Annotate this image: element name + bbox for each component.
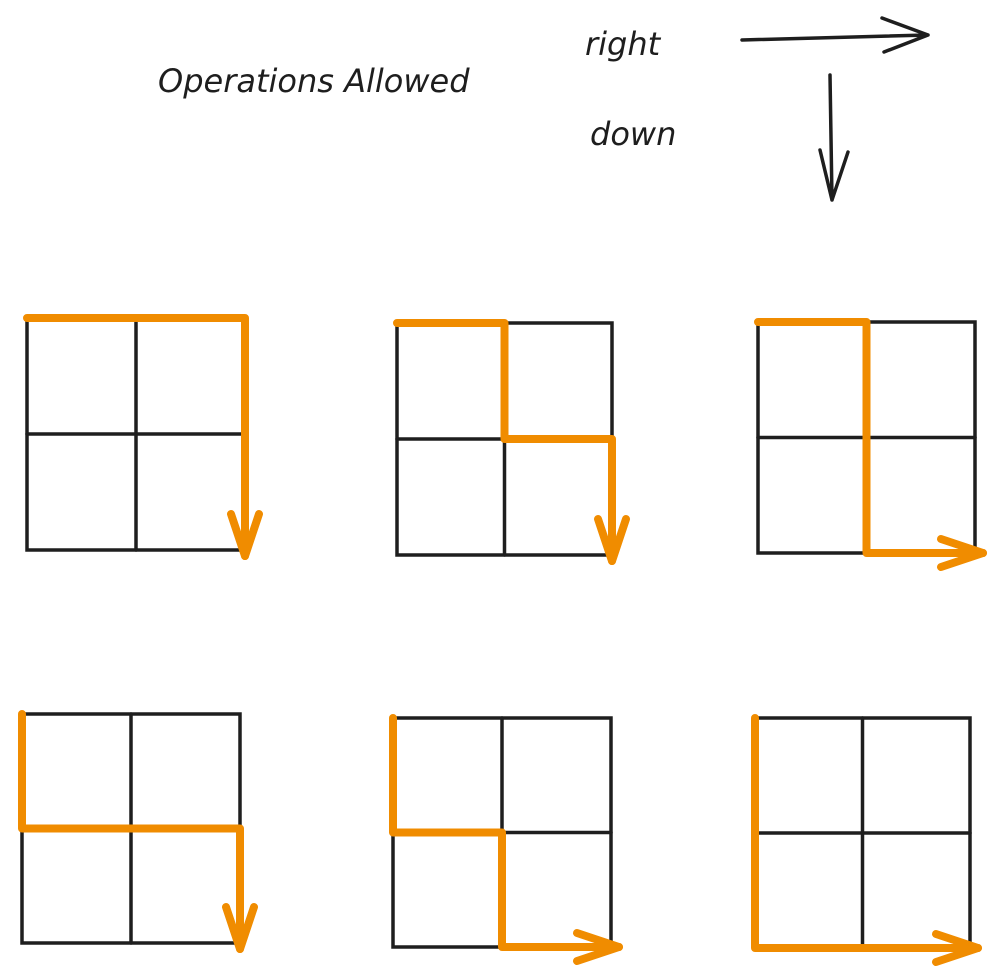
title-text: Operations Allowed <box>158 62 470 100</box>
path-line-5 <box>389 714 623 951</box>
right-label: right <box>585 25 662 63</box>
path-line-3 <box>754 318 987 557</box>
path-arrowhead-icon <box>594 515 630 565</box>
path-line-6 <box>751 714 982 952</box>
path-arrowhead-icon <box>227 510 263 560</box>
path-line-1 <box>23 314 249 560</box>
path-line-2 <box>393 319 616 565</box>
down-arrow-icon <box>818 73 850 202</box>
path-arrowhead-icon <box>573 929 623 965</box>
path-arrowhead-icon <box>222 903 258 953</box>
down-label: down <box>590 115 676 153</box>
grid-6 <box>753 716 972 950</box>
path-line-4 <box>18 710 244 953</box>
right-arrow-icon <box>740 16 930 54</box>
path-arrowhead-icon <box>932 930 982 966</box>
grid-1 <box>25 316 247 552</box>
path-arrowhead-icon <box>937 535 987 571</box>
